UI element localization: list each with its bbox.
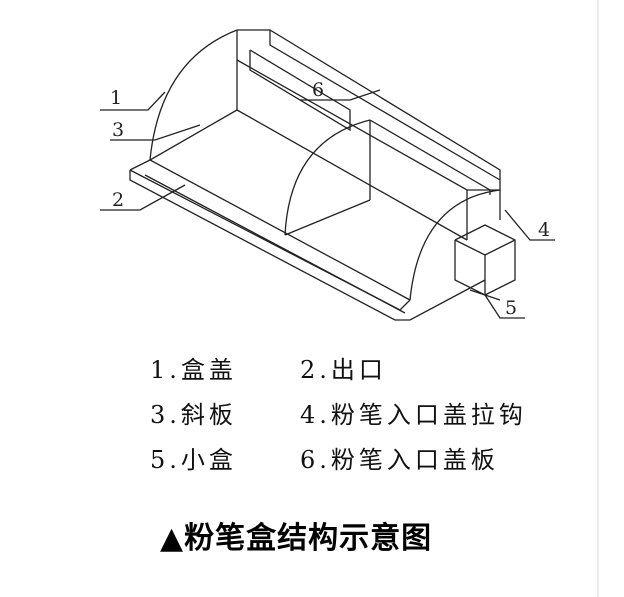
- part-label-2: 2: [112, 189, 124, 211]
- part-label-3: 3: [112, 119, 124, 141]
- legend-item-5: 5.小盒: [150, 446, 237, 474]
- part-label-5: 5: [505, 297, 517, 319]
- caption-text: 粉笔盒结构示意图: [184, 521, 433, 556]
- legend-item-3: 3.斜板: [150, 401, 237, 429]
- leader-lines: [100, 0, 599, 597]
- legend-item-4: 4.粉笔入口盖拉钩: [300, 401, 527, 429]
- legend-item-1: 1.盒盖: [150, 356, 237, 384]
- figure-caption: ▲粉笔盒结构示意图: [160, 513, 432, 557]
- outlet-strip: [129, 159, 486, 321]
- part-label-1: 1: [110, 87, 122, 109]
- legend-item-2: 2.出口: [300, 356, 387, 384]
- legend-item-6: 6.粉笔入口盖板: [300, 446, 499, 474]
- lid-arcs: [149, 29, 501, 301]
- triangle-icon: ▲: [160, 521, 185, 556]
- small-box: [454, 224, 516, 301]
- part-label-6: 6: [312, 79, 324, 101]
- part-label-4: 4: [538, 219, 550, 241]
- back-panel: [236, 29, 501, 240]
